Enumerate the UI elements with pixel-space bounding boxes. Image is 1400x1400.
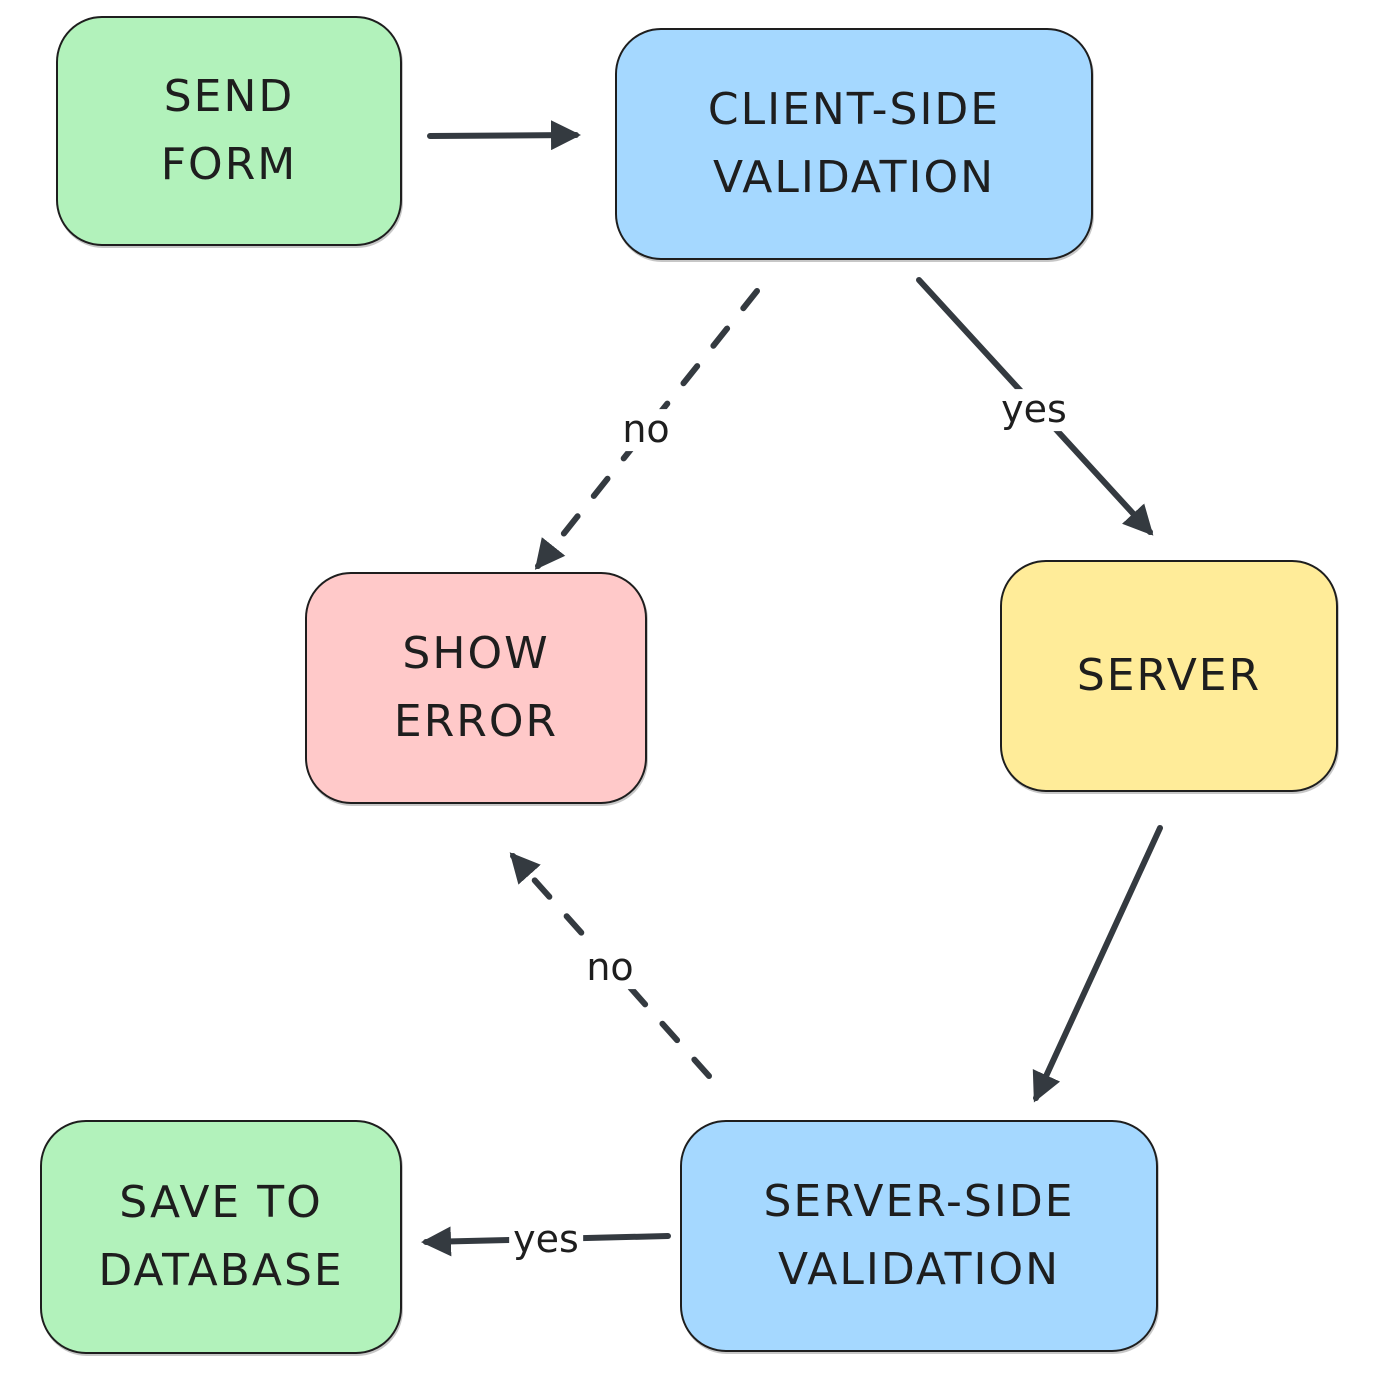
node-show-error-line-2: ERROR [393, 696, 559, 747]
node-send-form: SEND FORM [56, 16, 402, 246]
node-save-to-database-line-2: DATABASE [98, 1245, 344, 1296]
node-send-form-line-1: SEND [163, 70, 295, 122]
node-server-side-validation-line-2: VALIDATION [777, 1244, 1061, 1295]
edge-label-server-yes: yes [509, 1218, 583, 1261]
edge-server-to-server-validation [1032, 825, 1163, 1103]
node-client-side-validation-line-2: VALIDATION [712, 152, 996, 203]
node-server-side-validation-line-1: SERVER-SIDE [763, 1175, 1075, 1227]
node-server-line-1: SERVER [1076, 649, 1262, 701]
edge-send-form-to-client-validation [427, 120, 581, 151]
node-client-side-validation: CLIENT-SIDE VALIDATION [615, 28, 1093, 260]
node-server: SERVER [1000, 560, 1338, 792]
node-save-to-database-line-1: SAVE TO [119, 1176, 323, 1228]
edge-label-server-no: no [582, 946, 638, 989]
node-send-form-line-2: FORM [160, 139, 298, 190]
node-show-error: SHOW ERROR [305, 572, 647, 804]
edge-label-client-yes: yes [997, 388, 1071, 431]
node-save-to-database: SAVE TO DATABASE [40, 1120, 402, 1354]
node-client-side-validation-line-1: CLIENT-SIDE [707, 83, 1001, 135]
edge-client-validation-to-show-error [534, 288, 760, 570]
node-server-side-validation: SERVER-SIDE VALIDATION [680, 1120, 1158, 1352]
node-show-error-line-1: SHOW [402, 627, 550, 679]
edge-label-client-no: no [618, 408, 674, 451]
